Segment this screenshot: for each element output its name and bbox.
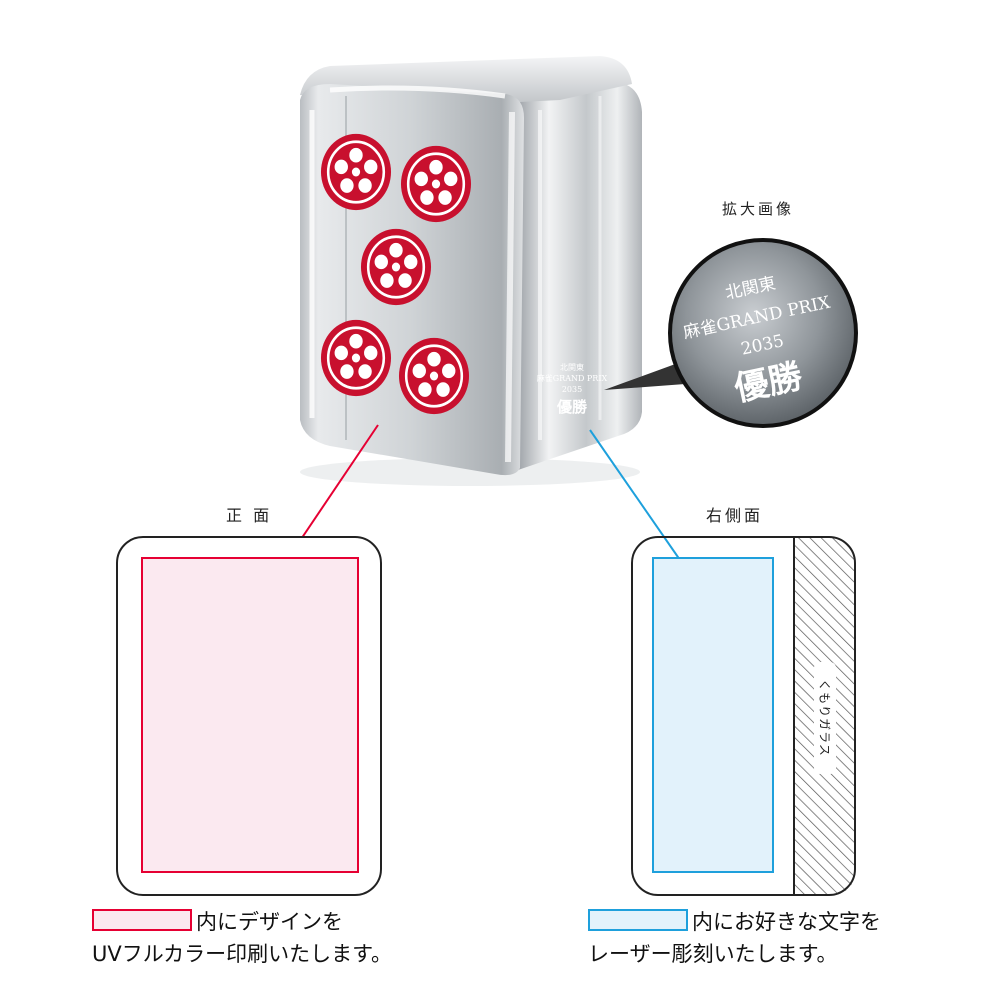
svg-text:北関東: 北関東 [560, 362, 584, 372]
front-legend-line1: 内にデザインを [196, 910, 343, 934]
laser-engrave-area [652, 557, 774, 873]
side-engraving: 北関東 麻雀GRAND PRIX 2035 優勝 [537, 362, 608, 416]
side-label: 右側面 [706, 506, 764, 525]
side-legend: 内にお好きな文字を レーザー彫刻いたします。 [588, 906, 881, 970]
glass-tile-photo: 北関東 麻雀GRAND PRIX 2035 優勝 [300, 56, 642, 486]
front-legend-line2: UVフルカラー印刷いたします。 [92, 942, 393, 966]
frosted-glass-text: くもりガラス [817, 679, 832, 757]
pin-dot-3 [359, 227, 433, 307]
pin-dot-5 [397, 336, 471, 416]
pin-dot-1 [319, 132, 393, 212]
pin-dot-2 [399, 144, 473, 224]
uv-print-area [141, 557, 359, 873]
svg-text:優勝: 優勝 [556, 398, 588, 416]
front-label: 正 面 [226, 506, 273, 525]
side-legend-line1: 内にお好きな文字を [692, 910, 881, 934]
front-legend: 内にデザインを UVフルカラー印刷いたします。 [92, 906, 392, 970]
side-legend-swatch [588, 909, 688, 931]
frosted-glass-label: くもりガラス [814, 662, 836, 774]
zoom-lens: 北関東 麻雀GRAND PRIX 2035 優勝 [604, 238, 858, 428]
svg-text:麻雀GRAND PRIX: 麻雀GRAND PRIX [537, 373, 608, 383]
side-leader-line [589, 429, 681, 561]
side-legend-line2: レーザー彫刻いたします。 [588, 942, 838, 966]
zoom-label: 拡大画像 [722, 200, 795, 218]
svg-text:2035: 2035 [562, 385, 582, 394]
front-legend-swatch [92, 909, 192, 931]
front-diagram [116, 536, 382, 896]
pin-dot-4 [319, 318, 393, 398]
